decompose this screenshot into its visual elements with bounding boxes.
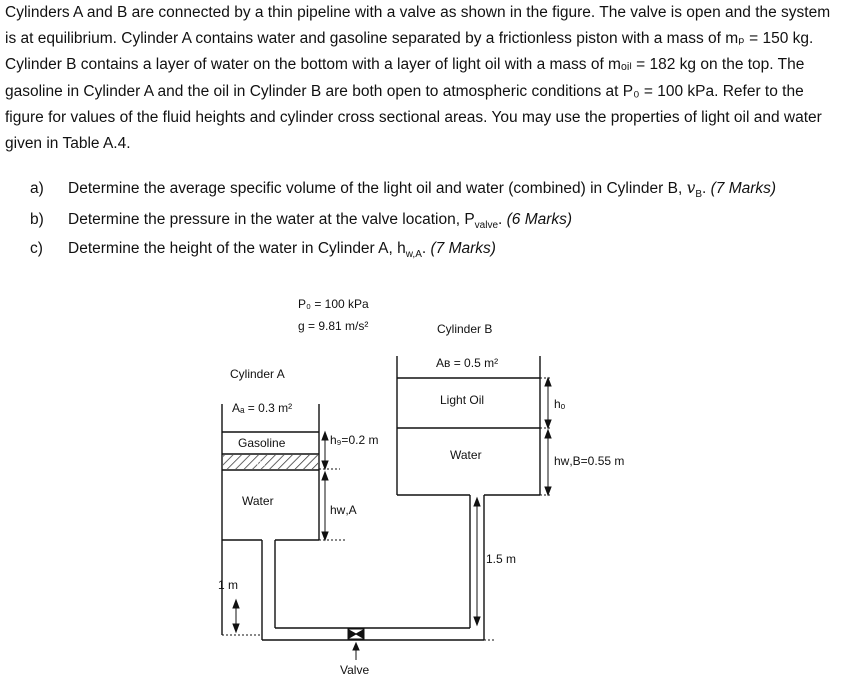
ho-label: hₒ	[554, 397, 566, 411]
cylinder-figure: P₀ = 100 kPa g = 9.81 m/s² Cylinder B Aʙ…	[218, 297, 624, 677]
piston-label: mₚ	[254, 458, 265, 468]
gasoline-label: Gasoline	[238, 436, 286, 450]
part-subscript: valve	[474, 219, 499, 231]
cylinder-b-area: Aʙ = 0.5 m²	[436, 356, 498, 370]
part-tail: .	[702, 180, 711, 197]
cylinder-a-area: Aₐ = 0.3 m²	[232, 401, 292, 415]
hwb-label: hᴡ,B=0.55 m	[554, 454, 624, 468]
cylinder-a	[221, 404, 320, 635]
part-label: b)	[30, 210, 44, 228]
part-text: Determine the pressure in the water at t…	[68, 210, 475, 228]
light-oil-label: Light Oil	[440, 393, 484, 407]
piston	[223, 455, 318, 469]
hg-label: h₉=0.2 m	[330, 433, 378, 447]
dim-1-5m	[473, 496, 495, 641]
part-marks: (6 Marks)	[506, 210, 573, 228]
question-parts: a) Determine the average specific volume…	[30, 178, 830, 266]
part-label: c)	[30, 240, 43, 258]
dim-arrows-b	[540, 376, 552, 497]
cylinder-b	[396, 356, 541, 496]
dim-1m	[222, 598, 262, 636]
part-a: a) Determine the average specific volume…	[30, 178, 830, 206]
pipeline	[222, 495, 485, 641]
part-subscript: B	[695, 189, 703, 201]
part-subscript: w,A	[405, 249, 422, 261]
water-b-label: Water	[450, 448, 482, 462]
part-text: Determine the height of the water in Cyl…	[68, 240, 406, 258]
valve-icon[interactable]	[347, 628, 365, 640]
dim-arrows-a	[319, 430, 345, 542]
cylinder-a-title: Cylinder A	[230, 367, 285, 381]
part-text: Determine the average specific volume of…	[68, 180, 687, 197]
part-tail: .	[421, 240, 431, 258]
water-a-label: Water	[242, 494, 274, 508]
valve-arrow	[352, 641, 360, 660]
part-marks: (7 Marks)	[710, 180, 777, 197]
gravity-label: g = 9.81 m/s²	[298, 319, 368, 333]
part-label: a)	[30, 180, 44, 197]
hwa-label: hᴡ,A	[330, 503, 357, 517]
p0-label: P₀ = 100 kPa	[298, 297, 369, 311]
valve-label: Valve	[340, 663, 369, 677]
part-b: b) Determine the pressure in the water a…	[30, 209, 830, 237]
part-c: c) Determine the height of the water in …	[30, 238, 830, 266]
problem-statement: Cylinders A and B are connected by a thi…	[5, 4, 831, 153]
part-marks: (7 Marks)	[430, 240, 496, 258]
h15-label: 1.5 m	[486, 552, 516, 566]
cylinder-b-title: Cylinder B	[437, 322, 492, 336]
h1-label: 1 m	[218, 578, 238, 592]
part-tail: .	[498, 210, 507, 228]
part-symbol: v	[686, 179, 696, 197]
